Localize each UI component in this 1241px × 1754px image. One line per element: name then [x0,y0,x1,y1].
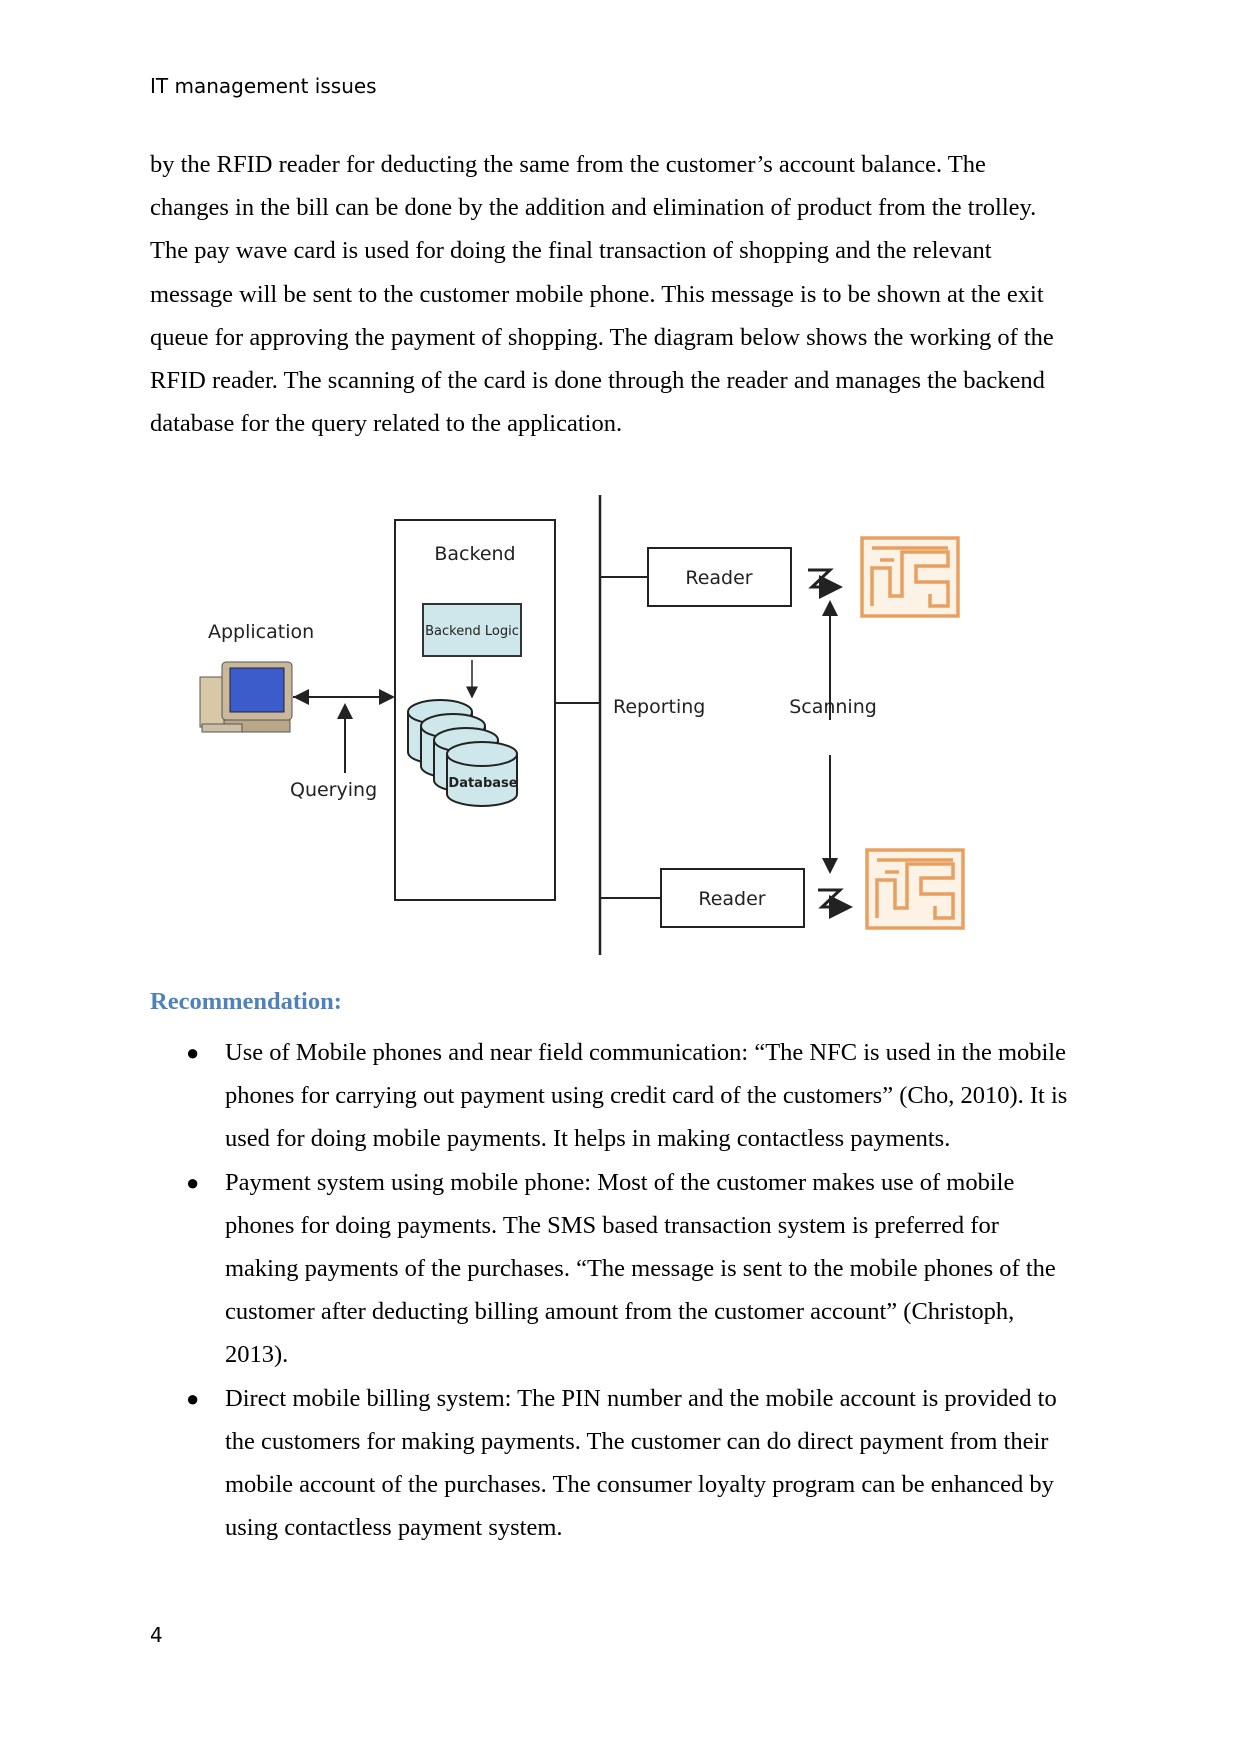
list-item: ● Direct mobile billing system: The PIN … [150,1377,1110,1550]
recommendation-heading: Recommendation: [150,988,342,1015]
list-item: ● Use of Mobile phones and near field co… [150,1031,1110,1161]
list-item-line: 2013). [225,1341,289,1369]
reader-top-box [647,547,792,607]
backend-logic-box [422,603,522,657]
paragraph-line: message will be sent to the customer mob… [150,280,1044,308]
reader-bottom-label: Reader [698,888,765,910]
list-item-line: phones for doing payments. The SMS based… [225,1211,999,1239]
intro-paragraph: by the RFID reader for deducting the sam… [150,143,1110,445]
list-item-line: Direct mobile billing system: The PIN nu… [225,1384,1057,1412]
reader-bottom-box [660,868,805,928]
list-item-line: phones for carrying out payment using cr… [225,1082,1068,1110]
paragraph-line: database for the query related to the ap… [150,410,623,438]
rfid-tag-bottom-icon [865,848,965,930]
reader-top-label: Reader [685,567,752,589]
running-header: IT management issues [150,74,377,98]
rfid-architecture-diagram: Backend Backend Logic Database Applicati… [199,495,965,955]
list-item-line: used for doing mobile payments. It helps… [225,1125,951,1153]
database-icon [407,699,518,807]
bullet-icon: ● [186,1040,200,1065]
querying-label: Querying [290,779,377,801]
paragraph-line: by the RFID reader for deducting the sam… [150,151,986,178]
recommendation-list: ● Use of Mobile phones and near field co… [150,1031,1110,1549]
bullet-icon: ● [186,1169,200,1195]
signal-bottom-icon [818,888,853,919]
list-item-line: using contactless payment system. [225,1514,563,1542]
page-number: 4 [150,1623,163,1647]
backend-logic-label: Backend Logic [425,624,519,639]
database-label: Database [448,776,517,791]
scanning-label: Scanning [789,696,877,718]
backend-label: Backend [434,543,515,565]
list-item-line: customer after deducting billing amount … [225,1298,1015,1326]
list-item: ● Payment system using mobile phone: Mos… [150,1161,1110,1377]
application-label: Application [208,621,314,643]
list-item-line: Use of Mobile phones and near field comm… [225,1039,1066,1066]
paragraph-line: RFID reader. The scanning of the card is… [150,367,1045,395]
bullet-icon: ● [186,1385,200,1411]
paragraph-line: The pay wave card is used for doing the … [150,237,992,265]
signal-top-icon [808,568,843,599]
list-item-line: mobile account of the purchases. The con… [225,1471,1054,1499]
list-item-line: making payments of the purchases. “The m… [225,1255,1056,1283]
reporting-label: Reporting [613,696,705,718]
paragraph-line: queue for approving the payment of shopp… [150,323,1054,351]
computer-icon [199,661,293,733]
list-item-line: Payment system using mobile phone: Most … [225,1168,1015,1196]
list-item-line: the customers for making payments. The c… [225,1427,1049,1455]
paragraph-line: changes in the bill can be done by the a… [150,194,1037,222]
rfid-tag-top-icon [860,536,960,618]
